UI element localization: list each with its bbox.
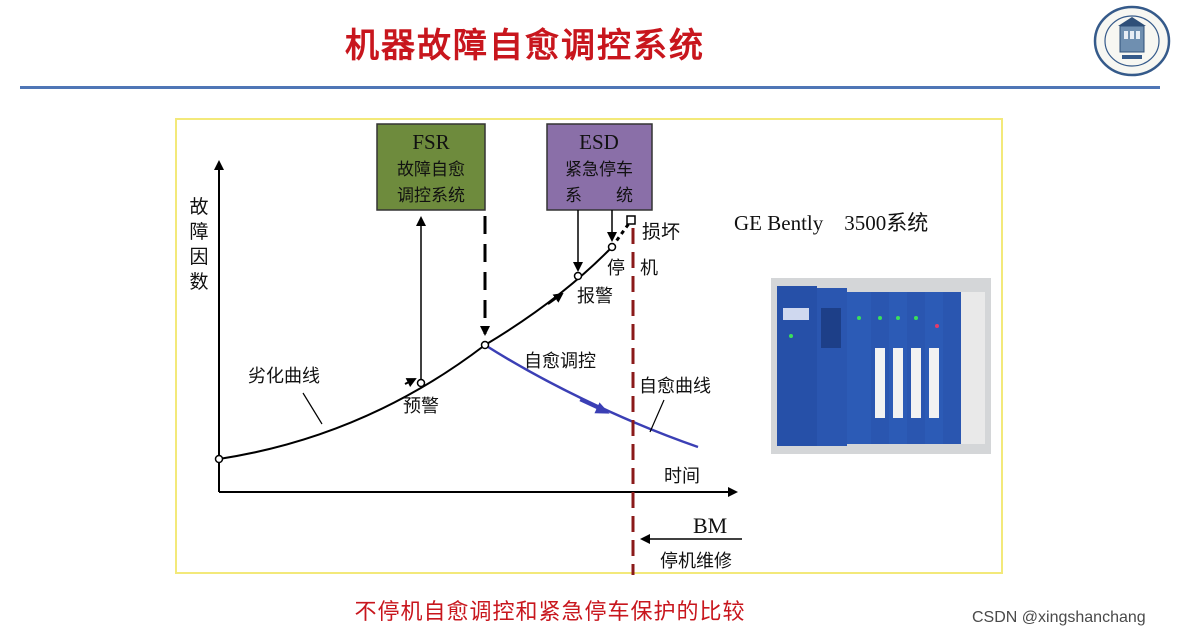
self-heal-leader: [649, 399, 665, 433]
warning-label: 预警: [403, 396, 439, 417]
stop-point: [607, 242, 617, 252]
degradation-arrow-2: [404, 378, 417, 388]
stop-label-2: 机: [640, 258, 658, 279]
y-axis-char-4: 数: [189, 271, 208, 293]
self-heal-curve: [484, 343, 699, 449]
y-axis-char-3: 因: [189, 246, 208, 268]
bently-3500-rack-photo: [771, 278, 991, 454]
x-axis-label: 时间: [664, 466, 700, 487]
alarm-point: [573, 271, 583, 281]
diagram-frame: [175, 118, 1003, 574]
degradation-arrow: [547, 292, 564, 305]
esd-box-line3: 系 统: [565, 186, 633, 206]
esd-box-line2: 紧急停车: [565, 160, 633, 180]
y-axis-char-1: 故: [189, 196, 208, 218]
bm-label: BM: [693, 513, 727, 538]
warning-point: [416, 378, 426, 388]
system-label: GE Bently 3500系统: [734, 211, 928, 235]
damage-label: 损坏: [642, 221, 680, 243]
rack-illustration: [771, 278, 991, 454]
fsr-box-line3: 调控系统: [397, 186, 465, 206]
self-heal-control-label: 自愈调控: [524, 351, 596, 372]
start-point: [214, 454, 224, 464]
self-heal-curve-label: 自愈曲线: [639, 376, 711, 397]
slide-caption: 不停机自愈调控和紧急停车保护的比较: [354, 600, 746, 625]
alarm-label: 报警: [577, 286, 613, 307]
esd-box-line1: ESD: [579, 130, 619, 154]
csdn-watermark: CSDN @xingshanchang: [972, 609, 1146, 626]
university-seal-logo: [1093, 5, 1171, 77]
fsr-box-line2: 故障自愈: [397, 160, 465, 180]
fsr-box: [376, 123, 486, 211]
degradation-leader: [302, 392, 323, 425]
damage-point: [626, 215, 636, 225]
y-axis-char-2: 障: [189, 221, 208, 243]
damage-curve-dotted: [610, 221, 632, 248]
esd-box: [546, 123, 653, 211]
degradation-curve: [218, 246, 613, 460]
self-heal-arrow: [579, 398, 610, 414]
slide-title: 机器故障自愈调控系统: [345, 26, 705, 66]
stop-label-1: 停: [607, 258, 625, 279]
fsr-box-line1: FSR: [412, 130, 449, 154]
title-divider: [20, 86, 1160, 89]
maintenance-label: 停机维修: [660, 551, 732, 572]
self-heal-point: [480, 340, 490, 350]
degradation-label: 劣化曲线: [248, 366, 320, 387]
